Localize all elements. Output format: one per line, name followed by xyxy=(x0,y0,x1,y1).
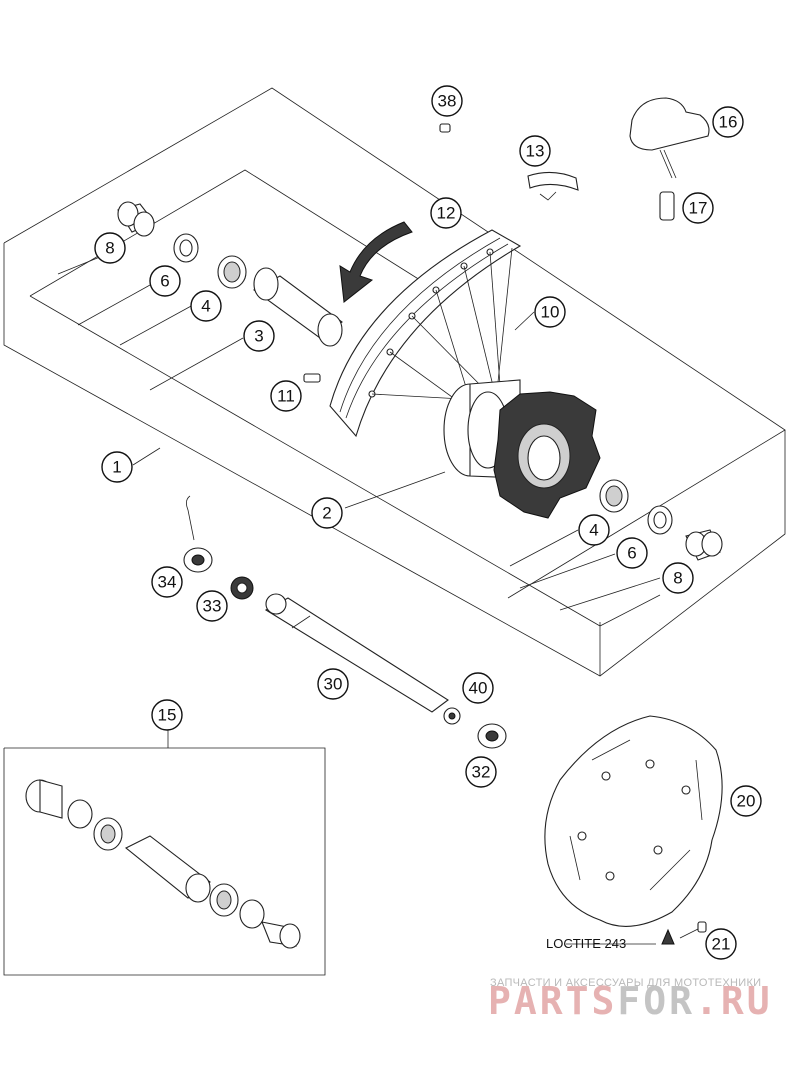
part-6-seal-right xyxy=(647,505,673,535)
watermark-brand-part3: .RU xyxy=(695,979,773,1023)
part-21-screw xyxy=(661,921,707,945)
callout-21: 21 xyxy=(705,928,737,960)
callout-label: 40 xyxy=(469,679,488,698)
callout-label: 3 xyxy=(254,327,263,346)
part-8-spacer-right xyxy=(685,529,723,561)
callout-label: 2 xyxy=(322,504,331,523)
part-12-rim xyxy=(329,229,522,438)
callout-40: 40 xyxy=(462,672,494,704)
callout-3: 3 xyxy=(243,320,275,352)
callout-label: 16 xyxy=(719,113,738,132)
callout-8-right: 8 xyxy=(662,562,694,594)
callout-6-left: 6 xyxy=(149,265,181,297)
rotation-arrow xyxy=(339,221,413,303)
callout-6-right: 6 xyxy=(616,537,648,569)
callout-label: 6 xyxy=(627,544,636,563)
callout-38: 38 xyxy=(431,85,463,117)
callout-33: 33 xyxy=(196,590,228,622)
callout-4-left: 4 xyxy=(190,290,222,322)
callout-label: 21 xyxy=(712,935,731,954)
callout-10: 10 xyxy=(534,296,566,328)
callouts: 38 16 13 17 12 8 6 4 3 10 11 1 2 4 6 8 3… xyxy=(94,85,762,960)
callout-label: 20 xyxy=(737,792,756,811)
part-40-washer xyxy=(443,707,461,725)
kit-15-contents xyxy=(25,779,301,949)
watermark-brand-part1: PARTS xyxy=(488,979,617,1023)
callout-label: 11 xyxy=(277,387,295,406)
part-11-nipple xyxy=(303,373,321,383)
callout-34: 34 xyxy=(151,566,183,598)
callout-label: 30 xyxy=(324,675,343,694)
callout-label: 17 xyxy=(689,199,708,218)
part-34-axle-clamp xyxy=(183,495,213,573)
callout-1: 1 xyxy=(101,451,133,483)
callout-label: 13 xyxy=(526,142,545,161)
callout-11: 11 xyxy=(270,380,302,412)
callout-20: 20 xyxy=(730,785,762,817)
part-2-hub xyxy=(443,379,601,519)
assembly-outline xyxy=(3,87,786,677)
callout-2: 2 xyxy=(311,497,343,529)
part-32-spacer-cap xyxy=(477,723,507,749)
callout-16: 16 xyxy=(712,106,744,138)
callout-label: 6 xyxy=(160,272,169,291)
part-17-rim-lock-nut xyxy=(659,191,675,221)
watermark-tagline: ЗАПЧАСТИ И АКСЕССУАРЫ ДЛЯ МОТОТЕХНИКИ xyxy=(490,977,761,989)
callout-32: 32 xyxy=(465,756,497,788)
part-16-rim-lock xyxy=(629,97,710,179)
watermark: ЗАПЧАСТИ И АКСЕССУАРЫ ДЛЯ МОТОТЕХНИКИ PA… xyxy=(488,977,773,1023)
loctite-note: LOCTITE 243 xyxy=(546,936,626,951)
callout-13: 13 xyxy=(519,135,551,167)
part-6-seal-left xyxy=(173,233,199,263)
callout-label: 8 xyxy=(673,569,682,588)
callout-label: 10 xyxy=(541,303,560,322)
kit-15-box xyxy=(3,747,326,976)
callout-label: 1 xyxy=(112,458,121,477)
callout-label: 4 xyxy=(589,521,598,540)
callout-label: 32 xyxy=(472,763,491,782)
callout-8-left: 8 xyxy=(94,232,126,264)
callout-label: 33 xyxy=(203,597,222,616)
callout-4-right: 4 xyxy=(578,514,610,546)
callout-label: 12 xyxy=(437,204,456,223)
part-4-bearing-right xyxy=(599,479,629,513)
part-20-brake-disc xyxy=(544,715,723,927)
callout-label: 34 xyxy=(158,573,177,592)
callout-label: 4 xyxy=(201,297,210,316)
part-4-bearing-left xyxy=(217,255,247,289)
svg-text:PARTSFOR.RU: PARTSFOR.RU xyxy=(488,979,773,1023)
part-13-rim-tape xyxy=(527,171,579,201)
part-30-axle xyxy=(264,593,449,713)
callout-12: 12 xyxy=(430,197,462,229)
part-33-nut xyxy=(230,576,254,600)
part-3-distance-sleeve xyxy=(252,267,343,347)
part-8-spacer-left xyxy=(117,201,155,237)
callout-30: 30 xyxy=(317,668,349,700)
callout-17: 17 xyxy=(682,192,714,224)
callout-label: 8 xyxy=(105,239,114,258)
watermark-brand-part2: FOR xyxy=(617,979,695,1023)
leader-lines xyxy=(57,247,661,945)
callout-label: 38 xyxy=(438,92,457,111)
part-38-valve-cap xyxy=(439,123,451,133)
callout-label: 15 xyxy=(158,706,177,725)
callout-15: 15 xyxy=(151,699,183,731)
